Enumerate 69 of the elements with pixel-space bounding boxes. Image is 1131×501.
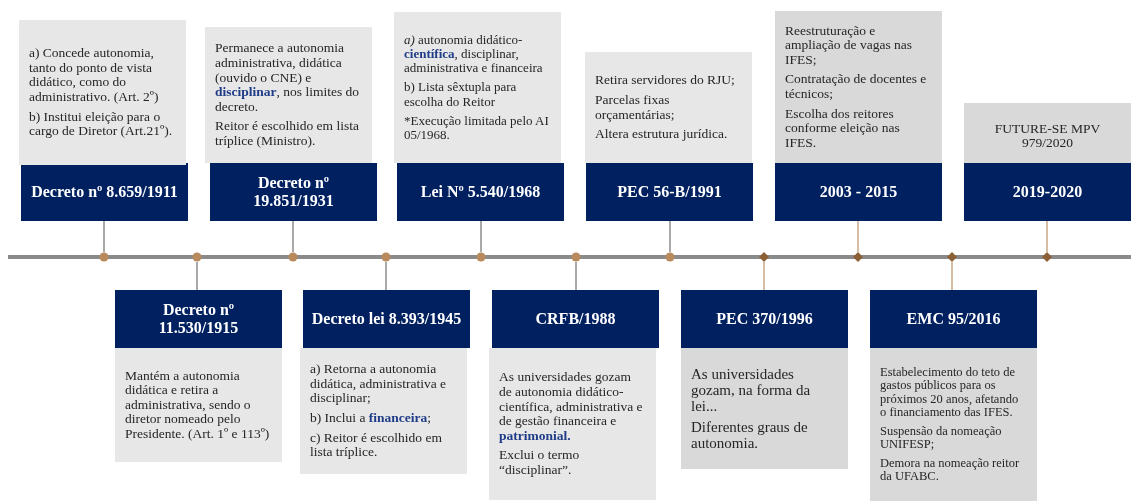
timeline-dot (192, 252, 202, 262)
description-text: Reitor é escolhido em lista tríplice (Ministro). (215, 119, 360, 149)
year-header-box: Decreto nº 8.659/1911 (21, 163, 188, 221)
description-text: Demora na nomeação reitor da UFABC. (880, 456, 1021, 484)
description-text: Altera estrutura jurídica. (595, 127, 729, 142)
description-text: c) Reitor é escolhido em lista tríplice. (310, 430, 443, 460)
connector-line (196, 261, 198, 291)
description-box (115, 348, 282, 462)
connector-line (480, 220, 482, 253)
description-box (585, 52, 752, 163)
description-text: Permanece a autonomia administrativa, didática (ouvido o CNE) e disciplinar, nos limites do decreto. (215, 41, 361, 115)
year-header-box: Decreto nº 11.530/1915 (115, 290, 282, 348)
description-text: Exclui o termo “disciplinar”. (499, 448, 581, 478)
description-text: FUTURE-SE MPV 979/2020 (993, 121, 1102, 151)
description-text: b) Lista sêxtupla para escolha do Reitor (404, 80, 518, 109)
year-header-box: Decreto lei 8.393/1945 (303, 290, 470, 348)
connector-line (385, 261, 387, 291)
description-text: Diferentes graus de autonomia. (691, 419, 809, 452)
year-header-box: PEC 370/1996 (681, 290, 848, 348)
timeline-dot (99, 252, 109, 262)
timeline-diamond-marker (759, 252, 769, 262)
year-header-box: CRFB/1988 (492, 290, 659, 348)
description-text: Escolha dos reitores conforme eleição nas IFES. (785, 106, 901, 151)
year-header-box: 2003 - 2015 (775, 163, 942, 221)
description-text: Estabelecimento do teto de gastos públicos para os próximos 20 anos, afetando o financiamento das IFES. (880, 365, 1020, 420)
timeline-dot (476, 252, 486, 262)
connector-line (575, 261, 577, 291)
connector-line (1046, 220, 1048, 253)
year-header-box: 2019-2020 (964, 163, 1131, 221)
timeline-dot (665, 252, 675, 262)
description-text: a) autonomia didático-científica, disciplinar, administrativa e financeira (404, 33, 544, 76)
description-box (964, 103, 1131, 163)
timeline-diamond-marker (853, 252, 863, 262)
description-text: Contratação de docentes e técnicos; (785, 72, 928, 102)
description-text: b) Institui eleição para o cargo de Diretor (Art.21º). (29, 109, 173, 139)
year-header-box: Lei Nº 5.540/1968 (397, 163, 564, 221)
description-box (870, 348, 1037, 501)
timeline-dot (288, 252, 298, 262)
description-box (394, 12, 561, 163)
description-box (489, 348, 656, 500)
connector-line (103, 220, 105, 253)
description-text: a) Concede autonomia, tanto do ponto de vista didático, como do administrativo. (Art. 2º) (29, 46, 160, 105)
timeline-dot (571, 252, 581, 262)
connector-line (857, 220, 859, 253)
description-box (300, 348, 467, 474)
description-text: Retira servidores do RJU; (595, 73, 736, 88)
description-text: b) Inclui a financeira; (310, 411, 433, 426)
description-text: a) Retorna a autonomia didática, administrativa e disciplinar; (310, 362, 448, 406)
description-text: As universidades gozam, na forma da lei... (691, 365, 812, 415)
timeline-diamond-marker (1042, 252, 1052, 262)
description-text: Reestruturação e ampliação de vagas nas IFES; (785, 23, 914, 68)
timeline-dot (381, 252, 391, 262)
description-box (775, 11, 942, 163)
year-header-box: Decreto nº 19.851/1931 (210, 163, 377, 221)
connector-line (669, 220, 671, 253)
description-text: Parcelas fixas orçamentárias; (595, 92, 676, 123)
connector-line (292, 220, 294, 253)
description-text: As universidades gozam de autonomia didático-científica, administrativa e de gestão financeira e patrimonial. (499, 370, 644, 444)
year-header-box: PEC 56-B/1991 (586, 163, 753, 221)
description-text: Suspensão da nomeação UNIFESP; (880, 424, 1003, 452)
description-box (19, 20, 186, 165)
description-box (205, 27, 372, 163)
description-text: *Execução limitada pelo AI 05/1968. (404, 113, 550, 142)
connector-line (951, 261, 953, 291)
year-header-box: EMC 95/2016 (870, 290, 1037, 348)
description-box (681, 348, 848, 469)
timeline-diamond-marker (947, 252, 957, 262)
description-text: Mantém a autonomia didática e retira a administrativa, sendo o diretor nomeado pelo Presidente. (Art. 1º e 113º) (125, 368, 271, 442)
connector-line (763, 261, 765, 291)
